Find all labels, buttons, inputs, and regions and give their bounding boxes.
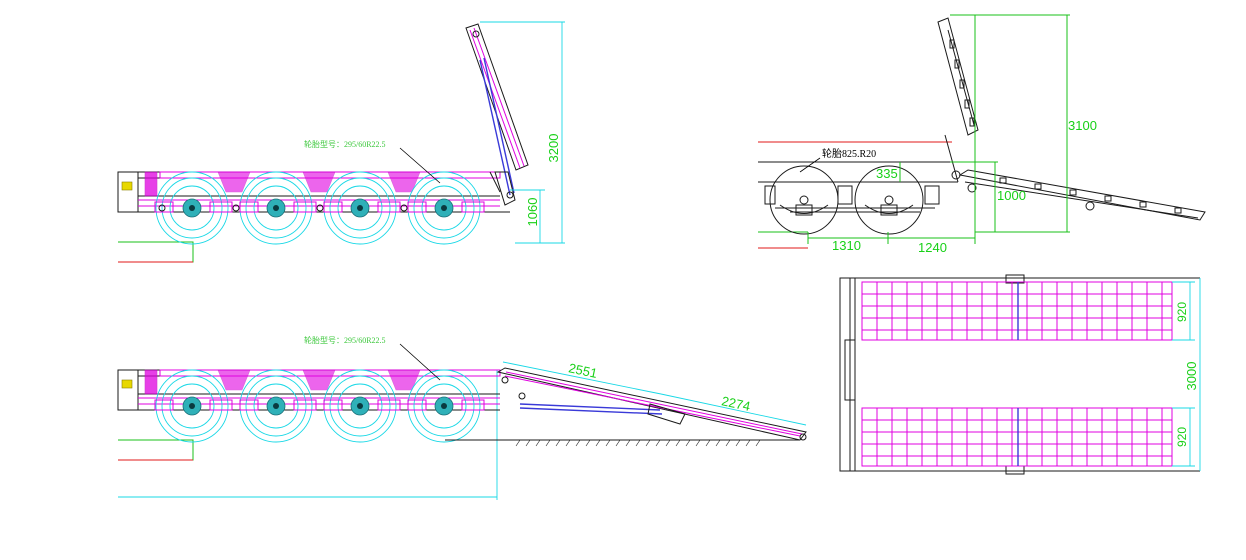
wheel-1 — [155, 171, 229, 245]
wheel-4 — [407, 171, 481, 245]
side-view-ramp-lowered: 轮胎型号：295/60R22.5 2551 2274 — [117, 335, 807, 500]
raised-ramp — [465, 23, 529, 206]
side-view-ramp-raised: 轮胎型号：295/60R22.5 3200 1060 — [117, 21, 565, 263]
wheel-set — [154, 171, 485, 245]
dim-3100: 3100 — [1068, 118, 1097, 133]
green-reference-line-2 — [118, 439, 194, 461]
wheel-2 — [239, 369, 313, 443]
rear-side-view: 轮胎825.R20 3100 335 1000 1310 1240 — [758, 14, 1206, 255]
rear-dimension-lines — [807, 14, 1070, 244]
tire-note-3: 轮胎825.R20 — [822, 147, 876, 160]
top-dimension-lines — [1172, 278, 1201, 471]
dim-2274: 2274 — [720, 393, 751, 414]
lowered-ramp — [496, 361, 807, 441]
rear-upright-ramp — [937, 17, 979, 183]
dim-3000: 3000 — [1184, 362, 1199, 391]
top-ramp-upper — [861, 281, 1173, 341]
wheel-4 — [407, 369, 481, 443]
dim-920-bottom: 920 — [1175, 427, 1189, 447]
rear-lowered-ramp — [958, 169, 1206, 221]
wheel-set-2 — [154, 369, 485, 443]
tire-note-1: 轮胎型号：295/60R22.5 — [304, 139, 386, 149]
dim-920-top: 920 — [1175, 302, 1189, 322]
wheel-3 — [323, 171, 397, 245]
dim-335: 335 — [876, 166, 898, 181]
dim-2551: 2551 — [567, 360, 598, 381]
wheel-3 — [323, 369, 397, 443]
note-leader-2 — [399, 343, 441, 381]
dim-1060: 1060 — [525, 198, 540, 227]
rear-wheels — [769, 165, 924, 235]
top-view-ramps: 920 920 3000 — [839, 274, 1201, 475]
dim-1240: 1240 — [918, 240, 947, 255]
note-leader-3 — [799, 157, 821, 173]
trailer-frame — [117, 171, 510, 213]
wheel-1 — [155, 369, 229, 443]
dimension-lines — [480, 21, 565, 244]
dim-1000: 1000 — [997, 188, 1026, 203]
top-frame — [839, 274, 1200, 475]
wheel-2 — [239, 171, 313, 245]
green-reference-line — [118, 241, 194, 263]
tire-note-2: 轮胎型号：295/60R22.5 — [304, 335, 386, 345]
top-ramp-lower — [861, 407, 1173, 467]
note-leader — [399, 147, 441, 184]
dim-1310: 1310 — [832, 238, 861, 253]
dim-3200: 3200 — [546, 134, 561, 163]
ground-hatch — [445, 439, 800, 447]
